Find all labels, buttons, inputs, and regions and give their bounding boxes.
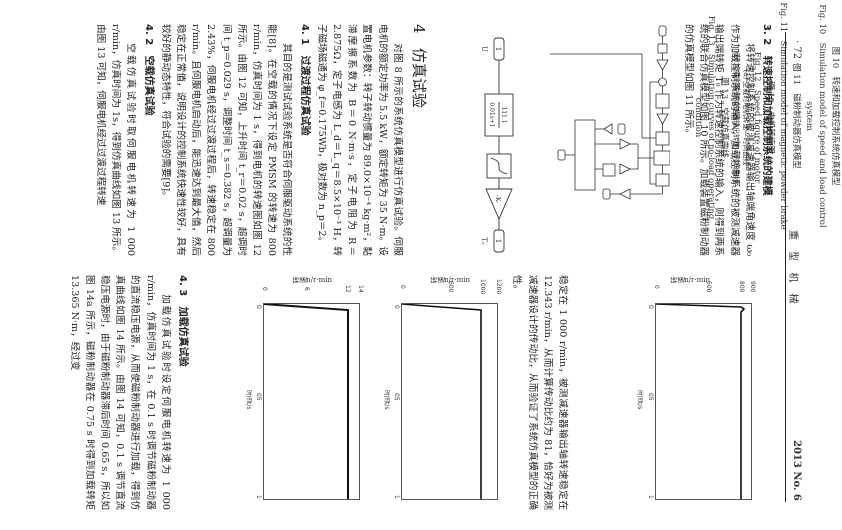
section-4-3-text: 加载仿真试验时设定伺服电机转速为 1 000 r/min，仿真时间为 1 s，在… [68,275,171,510]
fig13b-ylabel: 转速n/r·min [292,276,332,284]
heading-number: 4. 1 [298,24,310,46]
journal-name: 重 型 机 械 [787,230,798,308]
section-3-2-heading: 3. 2 转速控制和加载控制系统的建模 [759,24,774,256]
simulink-diagram-icon [550,25,671,200]
fig10-caption-cn: 图 10 转速和加载控制系统仿真模型 [831,46,841,186]
fig11-caption-cn: 图 11 磁粉制动器仿真模型 [792,63,802,169]
fig10-diagram [550,24,671,256]
heading-number: 3. 2 [761,24,772,46]
fig13a-line-icon [401,303,482,499]
fig12-chart: 转速n/r·min 0 900 800 500 0 05 1 时间t/s [636,276,756,500]
section-4-2-text: 空载仿真试验时取伺服电机转速为 1 000 r/min，仿真时间为 1s，得到仿… [94,24,137,256]
svg-text:-K-: -K- [494,195,501,203]
svg-text:1: 1 [494,47,502,51]
svg-text:1: 1 [494,239,502,243]
page-number: · 72 · [791,40,802,66]
section-4-3: 4. 3 加载仿真试验 加载仿真试验时设定伺服电机转速为 1 000 r/min… [66,275,192,510]
fig13b-line-icon [263,303,349,499]
section-4-2-heading: 4. 2 空载仿真试验 [140,24,155,256]
fig13b-plot-area [263,303,360,500]
brake-model-icon: 1 111.1 0.01s+1 -K- 1 U Tₑ [480,37,514,253]
heading-number: 4 [410,24,428,34]
fig12-plot-area [655,303,752,500]
fig11-caption: 图 11 磁粉制动器仿真模型 Fig. 11 Simulation model … [777,0,803,232]
svg-text:U: U [480,46,488,52]
fig10-caption-en: Fig. 10 Simulation model of speed and lo… [805,4,828,228]
heading-text: 过渡过程仿真试验 [298,55,310,136]
fig13a-plot-area [401,303,498,500]
section-4: 4 仿真试验 对图 8 所示的系统仿真模型进行仿真试验。伺服电机的额定功率为 5… [93,24,430,256]
section-4-1-text: 其目的是测试试验系统是否符合伺服驱动系统的性能[8]。在空载的情况下设定 PMS… [159,24,293,256]
heading-text: 空载仿真试验 [142,55,154,116]
fig13a-xlabel: 时间t/s [383,390,390,410]
issue-label: 2013 No. 6 [791,440,802,501]
section-3-2: 3. 2 转速控制和加载控制系统的建模 将转速控制系统的被测减速器输出轴端角速度… [681,24,776,256]
heading-text: 加载仿真试验 [177,306,188,367]
fig13b-chart: 转速n/r·min 0 14 12 6 0 05 1 时间t/s [245,276,364,500]
heading-text: 仿真试验 [410,47,428,108]
fig13b-xlabel: 时间t/s [245,390,252,410]
section-4-text: 对图 8 所示的系统仿真模型进行仿真试验。伺服电机的额定功率为 5.5 kW，额… [315,24,403,256]
section-4-heading: 4 仿真试验 [410,24,428,256]
heading-number: 4. 2 [142,24,154,46]
fig13a-chart: 转速n/r·min 0 1200 1000 600 0 05 1 时间t/s [383,276,502,500]
fig10-caption: 图 10 转速和加载控制系统仿真模型 Fig. 10 Simulation mo… [803,0,842,232]
section-4-3-heading: 4. 3 加载仿真试验 [175,275,190,510]
svg-text:111.1: 111.1 [500,106,507,123]
right-col-paragraph: 稳定在 1 000 r/min，被测减速器输出轴转速稳定在 12.343 r/m… [509,275,570,510]
svg-text:Tₑ: Tₑ [480,237,488,245]
fig12-line-icon [655,303,746,499]
fig11-caption-en: Fig. 11 Simulation model of magnetic pow… [779,2,789,230]
fig11-diagram: 1 111.1 0.01s+1 -K- 1 U Tₑ [468,24,518,256]
section-4-1-heading: 4. 1 过渡过程仿真试验 [296,24,311,256]
heading-text: 转速控制和加载控制系统的建模 [761,55,772,196]
right-col-text: 稳定在 1 000 r/min，被测减速器输出轴转速稳定在 12.343 r/m… [511,275,568,510]
svg-text:0.01s+1: 0.01s+1 [488,102,495,127]
fig12-xlabel: 时间t/s [636,390,643,410]
heading-number: 4. 3 [177,275,188,297]
section-3-2-text: 将转速控制系统的被测减速器输出轴端角速度 ω₀ 作为加载控制系统的输入，加载控制… [682,24,755,256]
header-rule [785,32,786,502]
